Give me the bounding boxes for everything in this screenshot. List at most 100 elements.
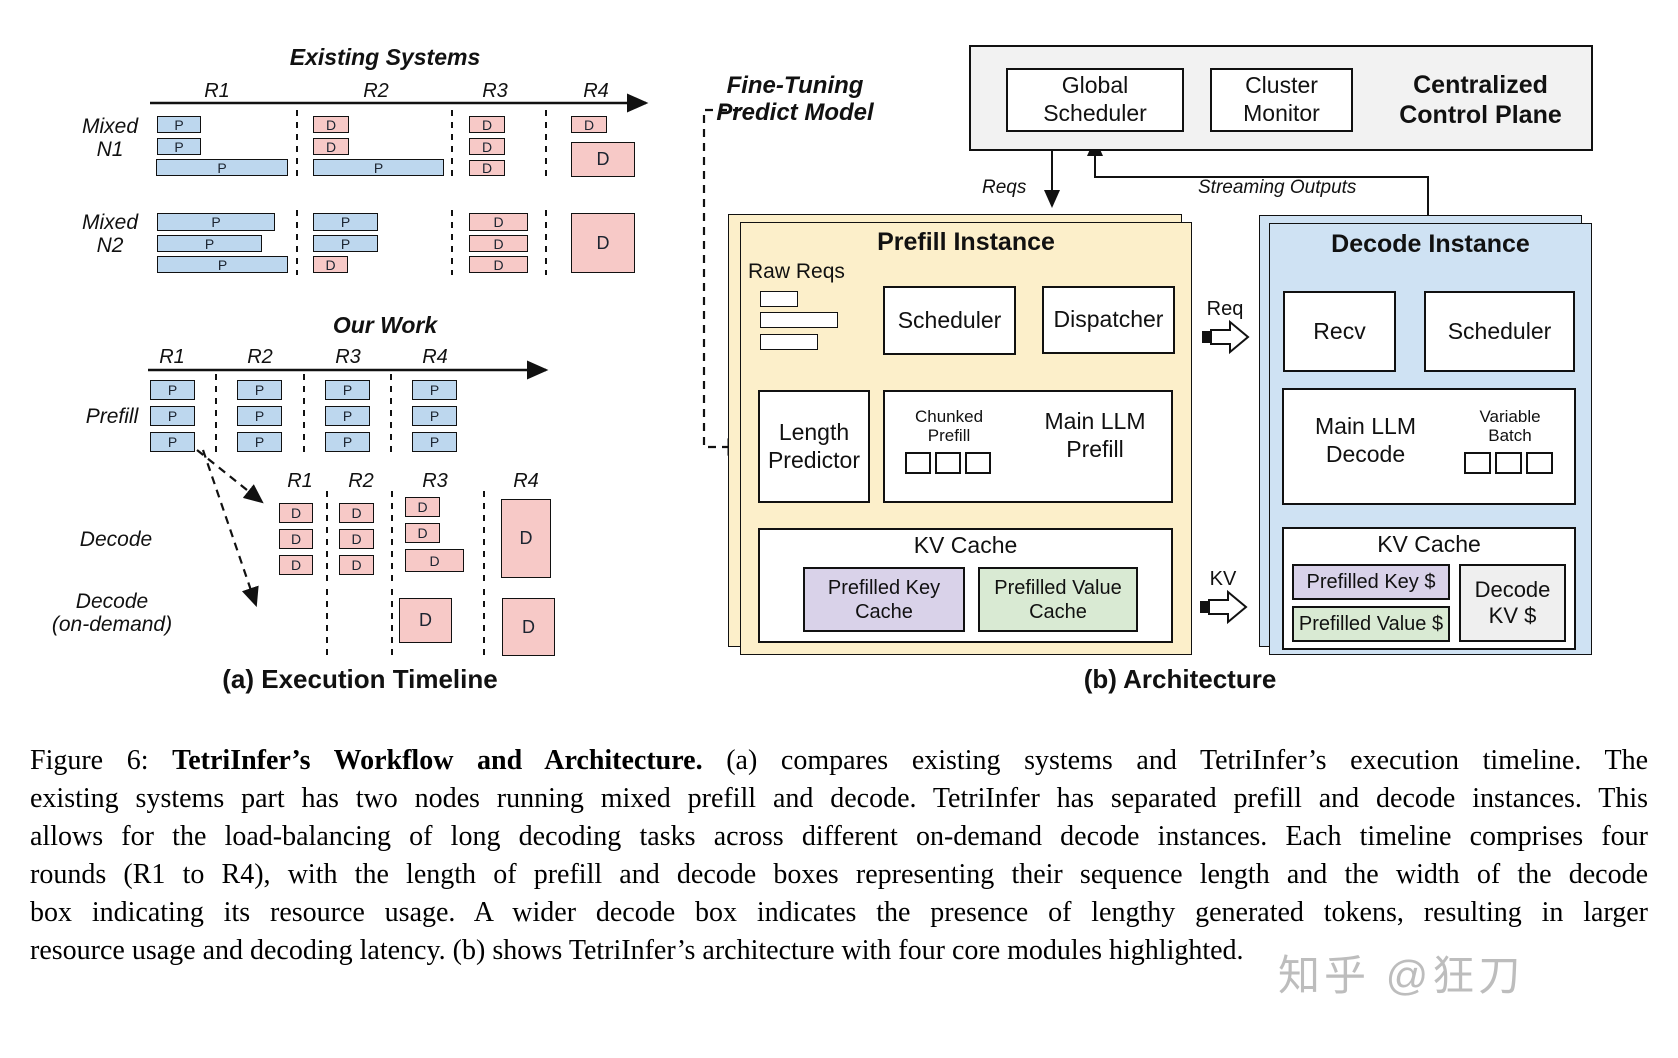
timeline-box-d: D [469,256,528,273]
raw-req-bar [760,312,838,328]
streaming-outputs-line [1087,138,1429,216]
round-label: R2 [348,470,374,492]
main-llm-prefill-box [883,390,1173,503]
cluster-monitor-box: Cluster Monitor [1210,68,1353,132]
recv-box: Recv [1283,291,1396,372]
round-label: R3 [482,80,508,102]
timeline-box-d: D [469,116,505,133]
caption-line: rounds (R1 to R4), with the length of pr… [30,859,1648,890]
main-llm-decode-label: Main LLM Decode [1315,413,1416,467]
fine-tuning-connector [702,108,748,456]
timeline-box-p: P [157,256,288,273]
prefilled-value-cache-box: Prefilled Value Cache [978,567,1138,632]
caption-line: existing systems part has two nodes runn… [30,783,1648,814]
main-llm-decode-box [1282,388,1576,505]
round-label: R2 [247,346,273,368]
round-label: R4 [583,80,609,102]
prefilled-value-cache-bar: Prefilled Value $ [1292,606,1450,642]
batch-slot [1464,452,1491,474]
timeline-box-d: D [313,116,349,133]
round-label: R2 [363,80,389,102]
raw-req-bar [760,291,798,307]
timeline-box-p: P [412,432,457,452]
timeline-box-p: P [157,213,275,231]
kv-arrow-label: KV [1209,567,1237,590]
timeline-box-p: P [157,138,201,155]
caption-line: allows for the load-balancing of long de… [30,821,1648,852]
timeline-box-d: D [469,213,528,231]
decode-scheduler-box: Scheduler [1424,291,1575,372]
timeline-box-p: P [150,406,195,426]
prefill-to-decode-arrow [196,449,264,504]
timeline-box-d: D [469,138,505,155]
dispatcher-box: Dispatcher [1042,286,1175,354]
prefilled-key-cache-box: Prefilled Key Cache [803,567,965,632]
timeline-box-d: D [339,503,374,523]
chunk-slot [935,452,961,474]
raw-req-bar [760,334,818,350]
round-label: R1 [159,346,185,368]
timeline-box-d: D [571,116,607,133]
kv-hollow-arrow [1200,589,1248,625]
timeline-box-p: P [313,235,378,252]
req-hollow-arrow [1202,319,1250,355]
timeline-box-p: P [157,235,262,252]
timeline-box-d: D [313,138,349,155]
timeline-box-d: D [405,549,464,572]
timeline-box-d: D [571,142,635,177]
prefill-kv-cache-title: KV Cache [913,531,1018,558]
round-label: R1 [287,470,313,492]
main-llm-prefill-label: Main LLM Prefill [1044,408,1146,462]
global-scheduler-box: Global Scheduler [1006,68,1184,132]
chunk-slot [965,452,991,474]
timeline-box-p: P [237,380,282,400]
caption-line: box indicating its resource usage. A wid… [30,897,1648,928]
timeline-box-p: P [150,380,195,400]
round-label: R4 [513,470,539,492]
prefill-to-ondemand-arrow [201,449,259,608]
round-label: R3 [422,470,448,492]
prefill-instance-title: Prefill Instance [877,228,1055,256]
timeline-box-p: P [412,380,457,400]
decode-kv-cache-title: KV Cache [1377,530,1481,557]
raw-reqs-label: Raw Reqs [748,260,845,283]
length-predictor-box: Length Predictor [758,390,870,503]
timeline-box-d: D [339,529,374,549]
timeline-box-d: D [571,213,635,273]
timeline-box-p: P [325,406,370,426]
timeline-box-p: P [237,406,282,426]
timeline-box-p: P [156,159,288,176]
timeline-box-p: P [412,406,457,426]
chunk-slot [905,452,931,474]
caption-line: resource usage and decoding latency. (b)… [30,935,1244,966]
decode-row-label: Decode [79,528,153,551]
batch-slot [1495,452,1522,474]
reqs-flow-label: Reqs [982,177,1027,198]
timeline-box-d: D [469,235,528,252]
timeline-box-d: D [279,529,313,549]
prefill-row-label: Prefill [85,405,139,428]
our-work-title: Our Work [332,312,438,338]
timeline-box-p: P [313,159,444,176]
chunked-prefill-label: Chunked Prefill [914,407,984,445]
timeline-box-p: P [150,432,195,452]
watermark: 知乎 @狂刀 [1278,952,1525,999]
figure-caption: Figure 6: TetriInfer’s Workflow and Arch… [30,742,1648,970]
existing-systems-title: Existing Systems [289,44,481,70]
timeline-box-p: P [325,380,370,400]
timeline-box-p: P [237,432,282,452]
prefilled-key-cache-bar: Prefilled Key $ [1292,564,1450,600]
round-label: R4 [422,346,448,368]
decode-instance-title: Decode Instance [1331,230,1530,258]
streaming-outputs-label: Streaming Outputs [1198,177,1357,198]
caption-line: Figure 6: TetriInfer’s Workflow and Arch… [30,745,1648,776]
timeline-box-p: P [313,213,378,231]
timeline-box-d: D [405,523,440,543]
timeline-box-d: D [399,598,452,643]
timeline-box-d: D [502,598,555,656]
